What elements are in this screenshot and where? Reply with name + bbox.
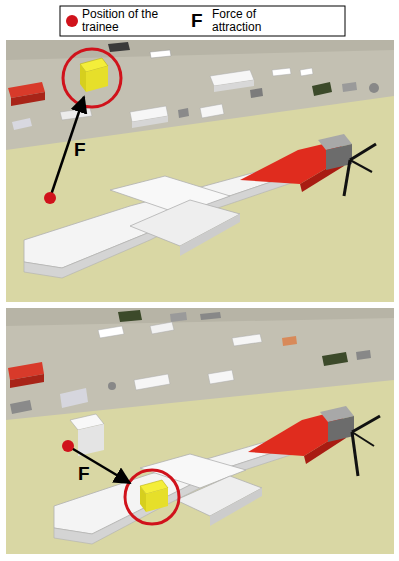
scene-panel-bottom xyxy=(6,308,394,554)
scene-panel-top xyxy=(6,40,394,302)
legend-text: Position of the trainee xyxy=(82,8,164,34)
legend-frame xyxy=(60,6,345,36)
force-label: F xyxy=(78,464,90,485)
force-label: F xyxy=(74,140,86,161)
legend-text: Force of attraction xyxy=(212,8,294,34)
legend-symbol: F xyxy=(191,11,203,32)
legend-swatch xyxy=(66,15,78,27)
